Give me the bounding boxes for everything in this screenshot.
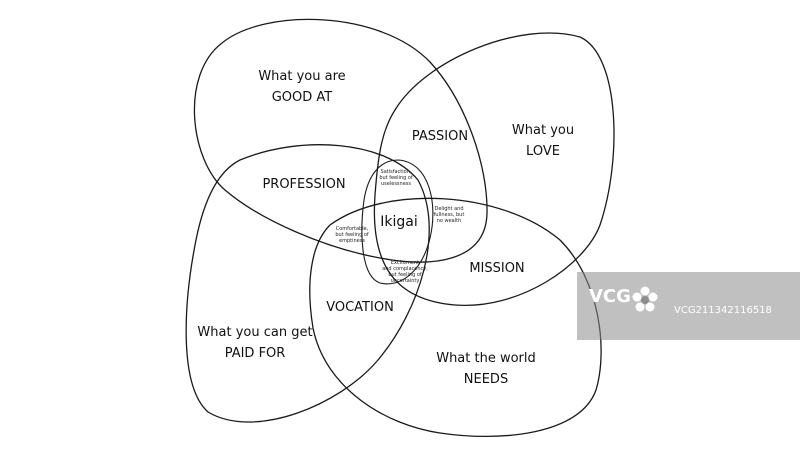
note-bottom-line-4: uncertainty (391, 278, 420, 284)
note-bottom-line-2: and complacency, (382, 266, 428, 272)
note-top-line-3: uselessness (381, 181, 411, 187)
note-right-line-2: fullness, but (434, 212, 465, 218)
good-at-petal (193, 18, 488, 263)
note-bottom-line-1: Excitement (391, 260, 419, 266)
love-label-line-1: What you (512, 123, 574, 138)
flower-logo-icon (632, 286, 658, 312)
ikigai-label: Ikigai (380, 214, 417, 230)
note-left-line-3: emptiness (339, 238, 365, 244)
paid-for-label-line-2: PAID FOR (225, 346, 286, 361)
note-bottom-line-3: but feeling of (388, 272, 422, 278)
watermark-id: VCG211342116518 (674, 305, 772, 316)
note-top-line-2: but feeling of (379, 175, 413, 181)
note-right-line-3: no wealth (437, 218, 462, 224)
world-needs-label-line-1: What the world (436, 351, 536, 366)
good-at-label-line-1: What you are (258, 69, 345, 84)
profession-label: PROFESSION (262, 177, 345, 192)
watermark-box: VCG VCG211342116518 (577, 272, 800, 340)
ikigai-center-ring (361, 159, 434, 285)
note-right-line-1: Delight and (434, 206, 463, 212)
mission-label: MISSION (469, 261, 524, 276)
vocation-label: VOCATION (326, 300, 394, 315)
note-left-line-1: Comfortable, (336, 226, 369, 232)
world-needs-label-line-2: NEEDS (464, 372, 508, 387)
love-label-line-2: LOVE (526, 144, 560, 159)
good-at-label-line-2: GOOD AT (272, 90, 333, 105)
watermark-logo-text: VCG (589, 286, 631, 307)
note-left-line-2: but feeling of (335, 232, 369, 238)
note-top-line-1: Satisfaction, (381, 169, 412, 175)
passion-label: PASSION (412, 129, 468, 144)
world-needs-petal (309, 197, 602, 438)
paid-for-petal (185, 144, 430, 423)
paid-for-label-line-1: What you can get (197, 325, 312, 340)
